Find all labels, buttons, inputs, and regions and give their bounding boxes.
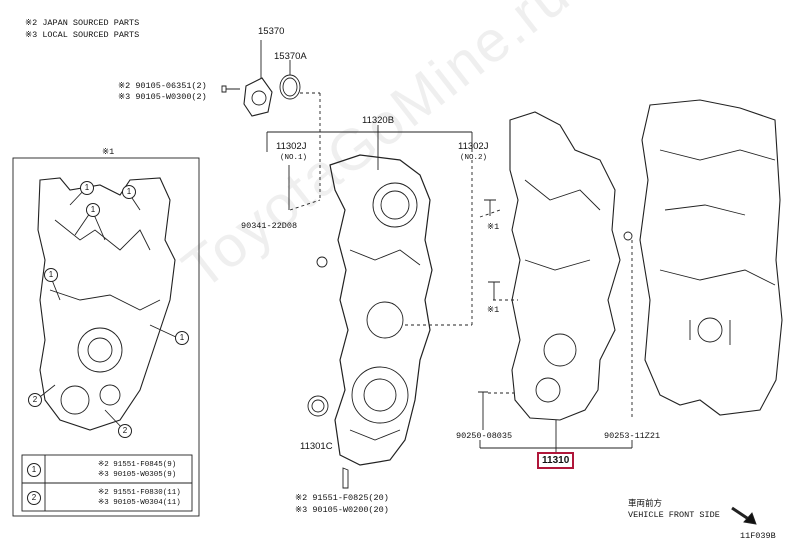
- part-bolt-bottom-jp[interactable]: ※2 91551-F0825(20): [295, 493, 389, 503]
- diagram-code: 11F039B: [740, 531, 776, 541]
- callout-2: 2: [118, 424, 132, 438]
- mark-1-b: ※1: [487, 305, 500, 315]
- inset-title: ※1: [102, 147, 115, 157]
- legend-2-line2[interactable]: ※3 90105-W0304(11): [98, 499, 181, 507]
- vehicle-front-side-label: VEHICLE FRONT SIDE: [628, 510, 720, 520]
- part-bolt-bottom-local[interactable]: ※3 90105-W0200(20): [295, 505, 389, 515]
- mark-1-a: ※1: [487, 222, 500, 232]
- front-label-jp: 車両前方: [628, 499, 663, 509]
- legend-2-line1[interactable]: ※2 91551-F0830(11): [98, 489, 181, 497]
- part-15370[interactable]: 15370: [258, 26, 285, 37]
- inset-frame: [12, 157, 200, 517]
- part-11310-highlight[interactable]: 11310: [537, 452, 575, 469]
- part-11301c[interactable]: 11301C: [300, 441, 333, 452]
- part-bolt-top-local[interactable]: ※3 90105-W0300(2): [118, 92, 207, 102]
- note-local-sourced: ※3 LOCAL SOURCED PARTS: [25, 30, 140, 40]
- part-15370a[interactable]: 15370A: [274, 51, 307, 62]
- legend-1-line2[interactable]: ※3 90105-W0305(9): [98, 471, 177, 479]
- callout-1: 1: [175, 331, 189, 345]
- part-11320b[interactable]: 11320B: [362, 115, 395, 126]
- callout-1: 1: [122, 185, 136, 199]
- part-11302j-no1[interactable]: 11302J: [276, 141, 307, 152]
- callout-1: 1: [80, 181, 94, 195]
- callout-1: 1: [86, 203, 100, 217]
- note-japan-sourced: ※2 JAPAN SOURCED PARTS: [25, 18, 140, 28]
- legend-1-line1[interactable]: ※2 91551-F0845(9): [98, 461, 177, 469]
- part-bolt-top-jp[interactable]: ※2 90105-06351(2): [118, 81, 207, 91]
- part-11302j-no1-sub: (NO.1): [280, 154, 308, 162]
- legend-callout-1: 1: [27, 463, 41, 477]
- part-11302j-no2-sub: (NO.2): [460, 154, 488, 162]
- legend-callout-2: 2: [27, 491, 41, 505]
- callout-1: 1: [44, 268, 58, 282]
- part-90341[interactable]: 90341-22D08: [241, 221, 298, 231]
- part-90253[interactable]: 90253-11Z21: [604, 431, 661, 441]
- part-11302j-no2[interactable]: 11302J: [458, 141, 489, 152]
- part-90250[interactable]: 90250-08035: [456, 431, 513, 441]
- callout-2: 2: [28, 393, 42, 407]
